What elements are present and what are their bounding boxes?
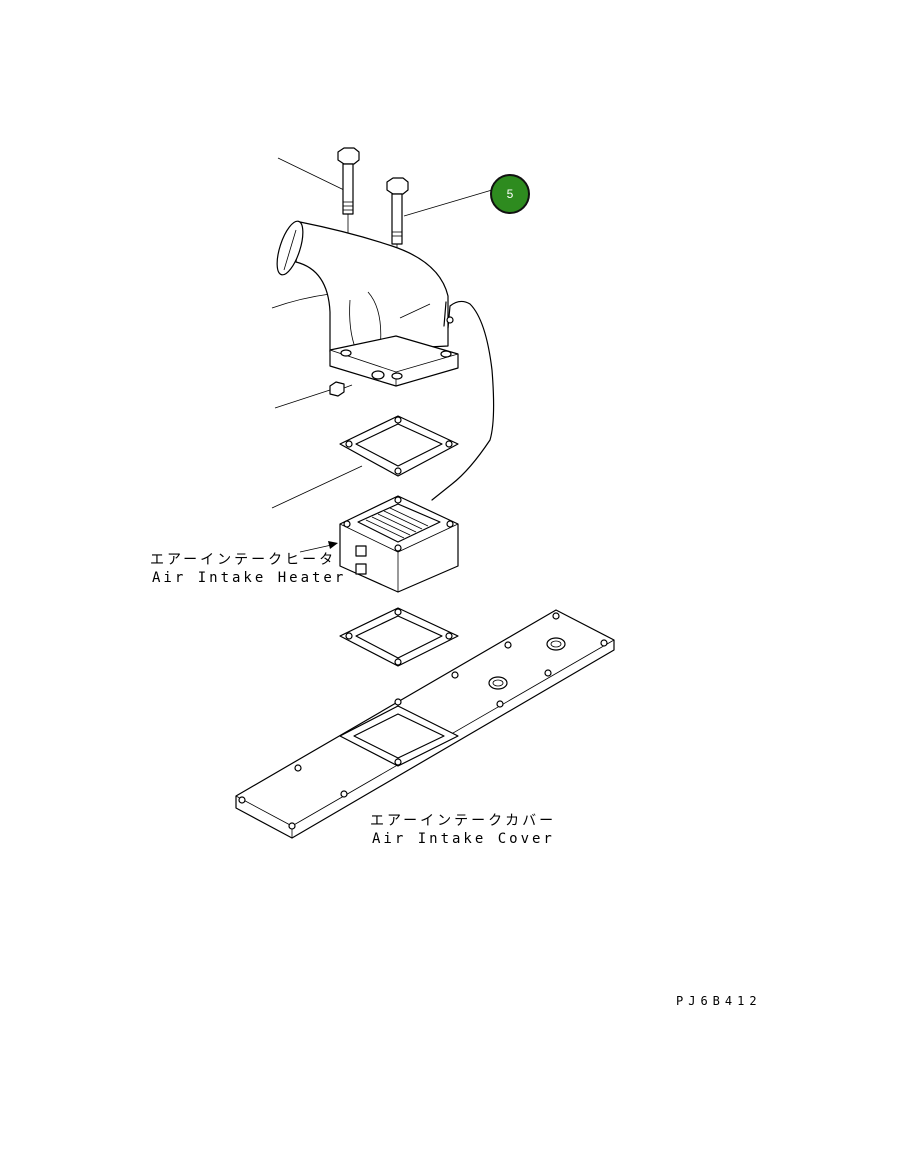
heater-block <box>339 495 459 593</box>
cover-label-jp: エアーインテークカバー <box>370 813 557 829</box>
cover-label-en: Air Intake Cover <box>372 831 555 847</box>
callout-5-badge[interactable]: 5 <box>490 174 530 214</box>
small-screw <box>329 381 353 397</box>
heater-label-jp: エアーインテークヒータ <box>150 552 337 568</box>
heater-wire <box>431 300 495 501</box>
upper-gasket <box>339 415 459 477</box>
heater-label-arrow <box>299 541 338 553</box>
intake-cover-plate <box>235 609 615 839</box>
heater-label-en: Air Intake Heater <box>152 570 347 586</box>
lower-gasket <box>339 607 459 667</box>
leader-lines <box>271 157 493 509</box>
intake-elbow <box>276 220 459 387</box>
drawing-code: PJ6B412 <box>676 994 762 1008</box>
callout-number: 5 <box>506 187 514 201</box>
